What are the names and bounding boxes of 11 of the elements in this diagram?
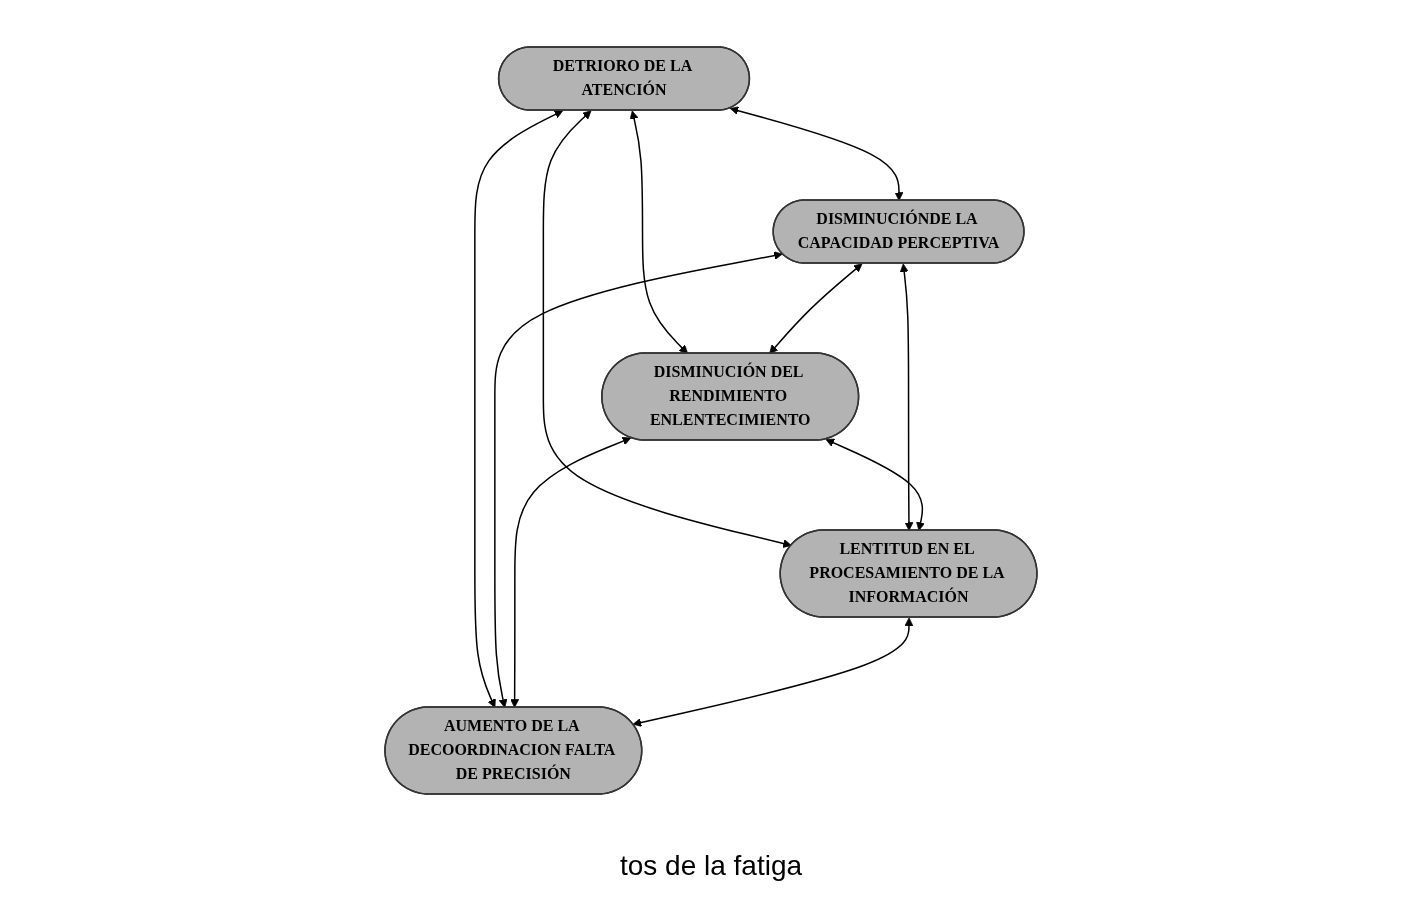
caption: tos de la fatiga	[619, 850, 803, 881]
arrow	[632, 617, 914, 727]
arrow	[542, 109, 792, 548]
arrow	[729, 105, 904, 201]
arrow	[825, 438, 925, 531]
arrow	[629, 110, 689, 354]
arrow	[494, 250, 783, 708]
arrow	[474, 109, 564, 708]
arrow	[510, 436, 632, 708]
arrow	[899, 263, 914, 531]
arrow	[769, 262, 863, 354]
